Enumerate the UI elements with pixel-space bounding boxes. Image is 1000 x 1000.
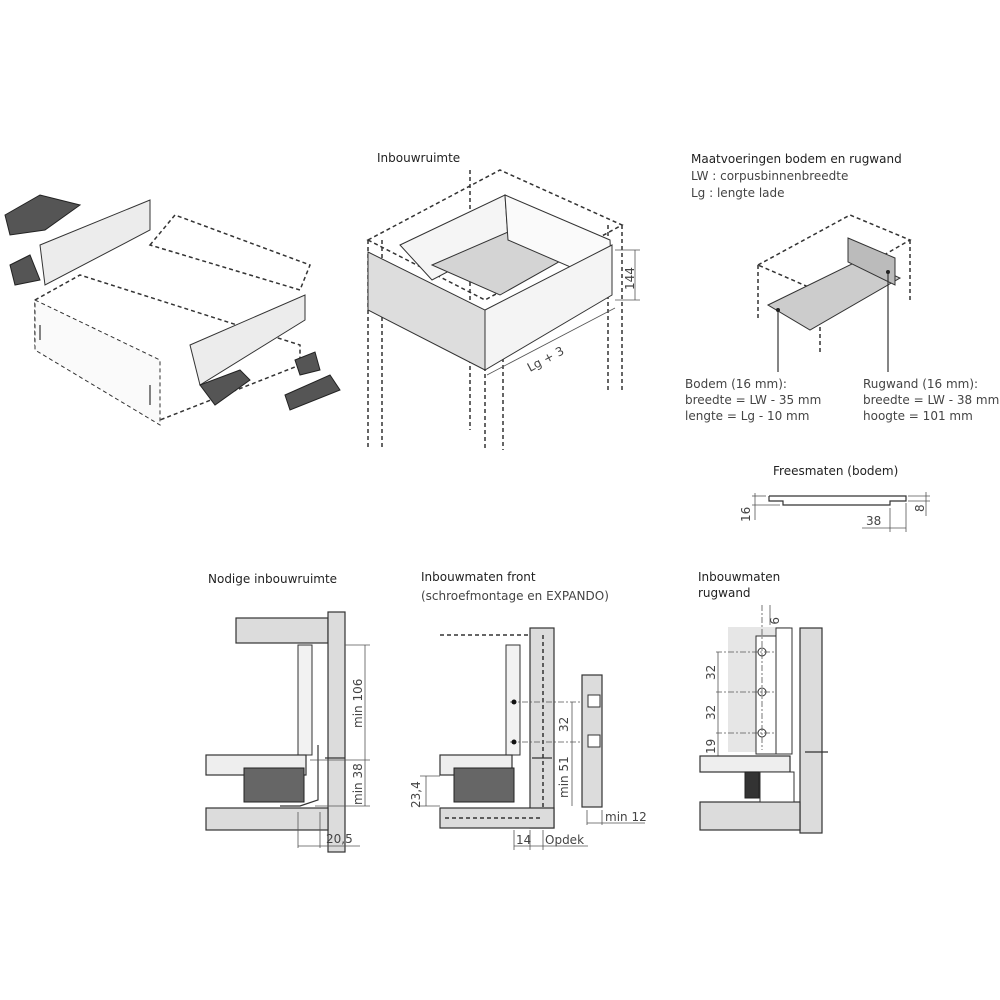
dim-23-4: 23,4 bbox=[409, 781, 423, 808]
freesmaten-profile bbox=[752, 492, 930, 532]
dim-9: 9 bbox=[767, 617, 781, 625]
inbouwruimte-illustration bbox=[366, 169, 640, 450]
dim-144: 144 bbox=[623, 267, 637, 290]
dim-32-upper: 32 bbox=[704, 665, 718, 680]
front-section-drawing bbox=[420, 627, 645, 850]
rugwand-spec: Rugwand (16 mm): breedte = LW - 38 mm ho… bbox=[863, 377, 999, 423]
bodem-breedte: breedte = LW - 35 mm bbox=[685, 393, 821, 407]
bodem-lengte: lengte = Lg - 10 mm bbox=[685, 409, 809, 423]
rugwand-detail-title-1: Inbouwmaten bbox=[698, 570, 780, 584]
dim-8: 8 bbox=[913, 504, 927, 512]
dim-20-5: 20,5 bbox=[326, 832, 353, 846]
maatvoeringen-title: Maatvoeringen bodem en rugwand bbox=[691, 152, 902, 166]
legend-lw: LW : corpusbinnenbreedte bbox=[691, 169, 848, 183]
inbouwruimte-title: Inbouwruimte bbox=[377, 151, 460, 165]
nodige-section-drawing bbox=[205, 611, 370, 853]
front-subtitle: (schroefmontage en EXPANDO) bbox=[421, 589, 609, 603]
front-title: Inbouwmaten front bbox=[421, 570, 536, 584]
legend-lg: Lg : lengte lade bbox=[691, 186, 785, 200]
rugwand-detail-title-2: rugwand bbox=[698, 586, 751, 600]
dim-19: 19 bbox=[704, 739, 718, 754]
rugwand-section-drawing bbox=[699, 605, 828, 834]
dim-16: 16 bbox=[739, 507, 753, 522]
dim-32-lower: 32 bbox=[704, 705, 718, 720]
rugwand-breedte: breedte = LW - 38 mm bbox=[863, 393, 999, 407]
rugwand-hoogte: hoogte = 101 mm bbox=[863, 409, 973, 423]
freesmaten-title: Freesmaten (bodem) bbox=[773, 464, 898, 478]
bodem-spec: Bodem (16 mm): breedte = LW - 35 mm leng… bbox=[685, 377, 821, 423]
dim-32-front: 32 bbox=[557, 717, 571, 732]
dim-min-38: min 38 bbox=[351, 763, 365, 805]
dim-lg-plus-3: Lg + 3 bbox=[525, 344, 567, 375]
dim-min-12: min 12 bbox=[605, 810, 647, 824]
bodem-label: Bodem (16 mm): bbox=[685, 377, 787, 391]
exploded-drawer-illustration bbox=[4, 194, 341, 426]
nodige-title: Nodige inbouwruimte bbox=[208, 572, 337, 586]
dim-min-51: min 51 bbox=[557, 756, 571, 798]
dim-38: 38 bbox=[866, 514, 881, 528]
dim-14: 14 bbox=[516, 833, 531, 847]
rugwand-label: Rugwand (16 mm): bbox=[863, 377, 978, 391]
bodem-rugwand-illustration bbox=[756, 214, 912, 372]
dim-opdek: Opdek bbox=[545, 833, 584, 847]
dim-min-106: min 106 bbox=[351, 679, 365, 728]
